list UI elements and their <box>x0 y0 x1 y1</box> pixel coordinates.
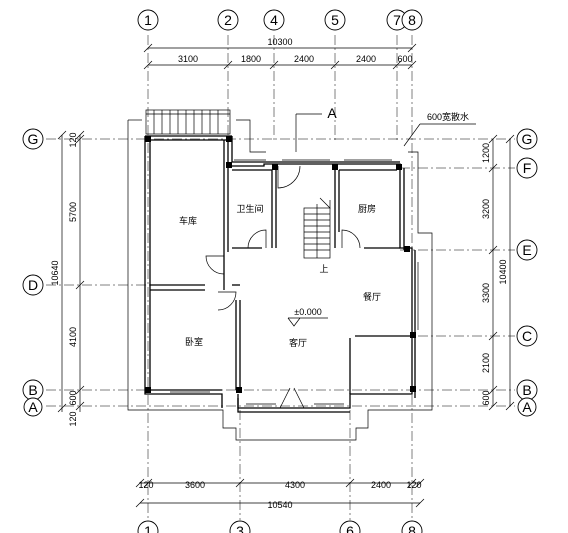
stair-up-label: 上 <box>319 264 328 274</box>
windows <box>170 159 419 405</box>
dim-right-seg-2: 3200 <box>481 199 491 219</box>
axis-bubble-bottom-3: 3 <box>229 520 251 533</box>
svg-text:1: 1 <box>144 523 152 533</box>
svg-text:D: D <box>28 277 38 293</box>
dim-top-seg-5: 600 <box>397 54 412 64</box>
svg-text:8: 8 <box>408 523 416 533</box>
room-label-bedroom: 卧室 <box>185 336 203 347</box>
room-label-garage: 车库 <box>179 215 197 226</box>
svg-text:8: 8 <box>408 12 416 28</box>
svg-text:A: A <box>28 399 38 415</box>
svg-text:C: C <box>522 328 532 344</box>
axis-bubble-bottom-8: 8 <box>401 520 423 533</box>
svg-text:B: B <box>28 382 37 398</box>
svg-text:F: F <box>523 160 532 176</box>
dim-top-seg-2: 1800 <box>241 54 261 64</box>
dim-left-seg-4: 600 <box>68 390 78 405</box>
dim-top-total: 10300 <box>267 37 292 47</box>
dim-left-seg-5: 120 <box>68 411 78 426</box>
room-label-kitchen: 厨房 <box>358 203 376 214</box>
svg-text:A: A <box>522 399 532 415</box>
axis-bubble-top-8: 8 <box>401 9 423 31</box>
dimension-left <box>57 130 85 413</box>
svg-text:G: G <box>28 131 39 147</box>
drainage-note: 600宽散水 <box>427 111 469 122</box>
axis-bubble-top-2: 2 <box>217 9 239 31</box>
axis-bubble-right-A: A <box>517 397 537 417</box>
svg-text:1: 1 <box>144 12 152 28</box>
axis-bubble-left-B: B <box>22 379 44 401</box>
axis-bubble-right-B: B <box>516 379 538 401</box>
elevation-marker <box>287 317 328 327</box>
room-label-bathroom: 卫生间 <box>236 203 263 214</box>
dim-right-seg-3: 3300 <box>481 283 491 303</box>
dim-left-seg-1: 120 <box>68 132 78 147</box>
dimension-top <box>143 43 417 70</box>
dim-top-seg-4: 2400 <box>356 54 376 64</box>
svg-text:2: 2 <box>224 12 232 28</box>
svg-text:E: E <box>522 242 531 258</box>
section-mark-label: A <box>327 105 337 121</box>
dim-bottom-seg-5: 120 <box>406 480 421 490</box>
axis-bubble-left-D: D <box>22 274 44 296</box>
axis-bubble-top-1: 1 <box>137 9 159 31</box>
axis-bubble-top-4: 4 <box>263 9 285 31</box>
dim-right-seg-4: 2100 <box>481 353 491 373</box>
axis-bubble-bottom-1: 1 <box>137 520 159 533</box>
axis-bubble-bottom-6: 6 <box>339 520 361 533</box>
svg-text:6: 6 <box>346 523 354 533</box>
drainage-leader <box>403 123 476 147</box>
svg-text:5: 5 <box>331 12 339 28</box>
dim-right-seg-1: 1200 <box>481 143 491 163</box>
axis-bubble-top-5: 5 <box>324 9 346 31</box>
axis-bubble-right-C: C <box>516 325 538 347</box>
svg-text:7: 7 <box>393 12 401 28</box>
columns <box>145 136 416 393</box>
doors <box>205 165 361 409</box>
dim-left-seg-2: 5700 <box>68 202 78 222</box>
dimension-right <box>488 134 515 411</box>
axis-bubble-left-G: G <box>22 128 44 150</box>
dim-bottom-seg-3: 4300 <box>285 480 305 490</box>
dim-top-seg-3: 2400 <box>294 54 314 64</box>
stair <box>303 197 331 259</box>
garage-door <box>145 109 231 135</box>
room-label-dining: 餐厅 <box>363 291 381 302</box>
room-label-living: 客厅 <box>289 337 307 348</box>
drainage-apron <box>127 119 433 441</box>
axis-bubble-right-F: F <box>516 157 538 179</box>
svg-text:G: G <box>522 131 533 147</box>
elevation-text: ±0.000 <box>294 307 321 317</box>
dim-bottom-total: 10540 <box>267 500 292 510</box>
dim-bottom-seg-1: 120 <box>138 480 153 490</box>
axis-bubble-right-G: G <box>516 128 538 150</box>
axis-bubble-right-E: E <box>516 239 538 261</box>
dim-bottom-seg-4: 2400 <box>371 480 391 490</box>
axis-grid <box>46 35 515 520</box>
dim-right-seg-5: 600 <box>481 390 491 405</box>
dimension-bottom <box>135 478 425 508</box>
walls <box>144 135 416 413</box>
dim-left-seg-3: 4100 <box>68 327 78 347</box>
svg-text:4: 4 <box>270 12 278 28</box>
svg-text:B: B <box>522 382 531 398</box>
svg-text:3: 3 <box>236 523 244 533</box>
dim-right-total: 10400 <box>498 259 508 284</box>
dim-top-seg-1: 3100 <box>178 54 198 64</box>
dim-bottom-seg-2: 3600 <box>185 480 205 490</box>
section-mark <box>295 113 322 152</box>
dim-left-total: 10640 <box>50 260 60 285</box>
axis-bubble-left-A: A <box>23 397 43 417</box>
